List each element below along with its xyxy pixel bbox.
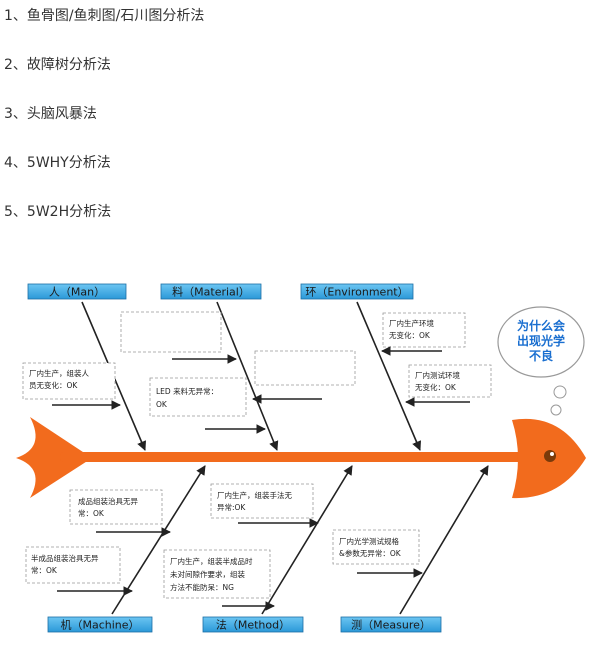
category-machine: 机（Machine） [47, 616, 153, 633]
method-item-brainstorm: 3、头脑风暴法 [4, 106, 97, 122]
svg-text:厂内生产，组装手法无: 厂内生产，组装手法无 [217, 490, 292, 500]
svg-text:厂内测试环境: 厂内测试环境 [415, 370, 460, 380]
svg-text:LED 来料无异常：: LED 来料无异常： [156, 386, 218, 396]
cause-box-empty-2 [254, 350, 356, 386]
svg-text:料（Material）: 料（Material） [172, 285, 250, 299]
svg-text:环（Environment）: 环（Environment） [305, 286, 408, 299]
cause-note-environment-1: 厂内生产环境 无变化：OK [382, 312, 466, 348]
bone-material [216, 301, 279, 451]
thought-bubble-medium [553, 385, 567, 399]
cause-note-machine-2: 半成品组装治具无异 常：OK [25, 546, 121, 584]
svg-text:无变化：OK: 无变化：OK [415, 382, 457, 392]
svg-text:半成品组装治具无异: 半成品组装治具无异 [31, 553, 99, 563]
svg-text:方法不能防呆：NG: 方法不能防呆：NG [170, 582, 234, 592]
cause-note-environment-2: 厂内测试环境 无变化：OK [408, 364, 492, 398]
cause-note-method-1: 厂内生产，组装手法无 异常:OK [210, 483, 314, 519]
head-question-line-1: 为什么会 [517, 318, 566, 333]
svg-text:常：OK: 常：OK [78, 509, 105, 518]
method-item-fault-tree: 2、故障树分析法 [4, 57, 111, 73]
method-item-5w2h: 5、5W2H分析法 [4, 204, 112, 220]
thought-bubble-main [497, 306, 585, 378]
bone-measure [399, 465, 489, 615]
svg-text:法（Method）: 法（Method） [216, 618, 290, 632]
svg-text:异常:OK: 异常:OK [217, 503, 246, 512]
svg-text:厂内生产环境: 厂内生产环境 [389, 318, 434, 328]
svg-text:常：OK: 常：OK [31, 566, 58, 575]
bone-environment [356, 301, 422, 451]
svg-text:厂内生产，组装半成品时: 厂内生产，组装半成品时 [170, 556, 253, 566]
fish-spine [60, 452, 522, 462]
category-material: 料（Material） [160, 283, 262, 300]
svg-text:厂内生产，组装人: 厂内生产，组装人 [29, 368, 89, 378]
thought-bubble-small [550, 404, 562, 416]
svg-text:无变化：OK: 无变化：OK [389, 330, 431, 340]
category-method: 法（Method） [202, 616, 304, 633]
cause-note-method-2: 厂内生产，组装半成品时 未对间隙作要求，组装 方法不能防呆：NG [163, 549, 271, 599]
bone-method [261, 465, 353, 615]
method-item-5why: 4、5WHY分析法 [4, 155, 111, 171]
svg-text:人（Man）: 人（Man） [49, 286, 105, 299]
category-man: 人（Man） [27, 283, 127, 300]
head-question-line-2: 出现光学 [517, 333, 565, 348]
cause-note-man: 厂内生产，组装人 员无变化：OK [22, 362, 116, 400]
svg-text:未对间隙作要求，组装: 未对间隙作要求，组装 [170, 569, 245, 579]
cause-note-machine-1: 成品组装治具无异 常：OK [69, 489, 163, 525]
fishbone-diagram: 为什么会 出现光学 不良 人（Man） 料（Material） 环（Enviro… [16, 283, 586, 633]
svg-text:成品组装治具无异: 成品组装治具无异 [78, 496, 138, 506]
cause-note-material: LED 来料无异常： OK [149, 377, 247, 417]
svg-text:测（Measure）: 测（Measure） [351, 619, 431, 632]
category-measure: 测（Measure） [340, 616, 442, 633]
category-environment: 环（Environment） [300, 283, 414, 300]
svg-text:厂内光学测试规格: 厂内光学测试规格 [339, 536, 399, 546]
fish-tail [16, 417, 92, 498]
cause-box-empty-1 [120, 311, 222, 353]
head-question-line-3: 不良 [529, 348, 553, 363]
svg-text:机（Machine）: 机（Machine） [60, 618, 139, 632]
method-item-fishbone: 1、鱼骨图/鱼刺图/石川图分析法 [4, 8, 205, 24]
cause-note-measure: 厂内光学测试规格 &参数无异常：OK [332, 529, 420, 565]
svg-text:员无变化：OK: 员无变化：OK [29, 380, 78, 390]
fish-eye-icon [544, 450, 556, 462]
svg-text:OK: OK [156, 400, 168, 409]
svg-text:&参数无异常：OK: &参数无异常：OK [339, 548, 402, 558]
